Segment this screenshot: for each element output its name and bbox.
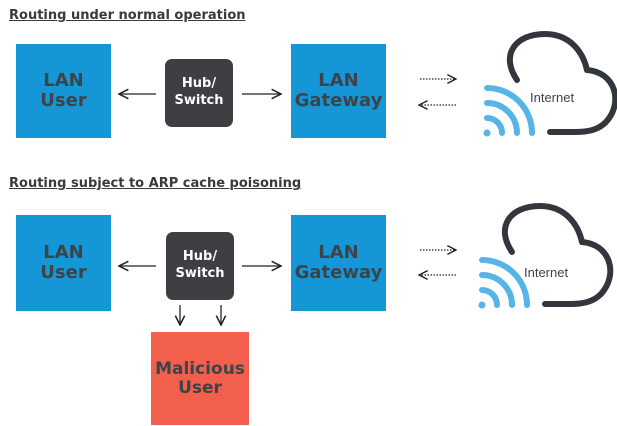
lan-user-label: LAN User: [40, 242, 87, 283]
lan-gateway-label: LAN Gateway: [294, 70, 383, 111]
internet-label: Internet: [530, 90, 575, 105]
wifi-icon: [478, 257, 530, 309]
lan-user-node: LAN User: [16, 44, 111, 138]
lan-gateway-node: LAN Gateway: [291, 215, 386, 311]
hub-switch-label: Hub/ Switch: [174, 76, 224, 108]
lan-gateway-label: LAN Gateway: [294, 242, 383, 283]
lan-user-label: LAN User: [40, 70, 87, 111]
malicious-user-label: Malicious User: [155, 358, 245, 398]
malicious-user-node: Malicious User: [151, 332, 249, 425]
wifi-icon: [483, 85, 535, 137]
poisoned-section-title: Routing subject to ARP cache poisoning: [9, 176, 302, 191]
hub-switch-node: Hub/ Switch: [165, 59, 233, 127]
cloud-icon: [506, 30, 617, 135]
lan-gateway-node: LAN Gateway: [291, 44, 386, 138]
hub-switch-label: Hub/ Switch: [175, 249, 225, 281]
internet-label: Internet: [524, 265, 569, 280]
hub-switch-node: Hub/ Switch: [166, 232, 234, 300]
cloud-icon: [501, 202, 614, 307]
lan-user-node: LAN User: [16, 215, 111, 311]
normal-section-title: Routing under normal operation: [9, 8, 246, 23]
